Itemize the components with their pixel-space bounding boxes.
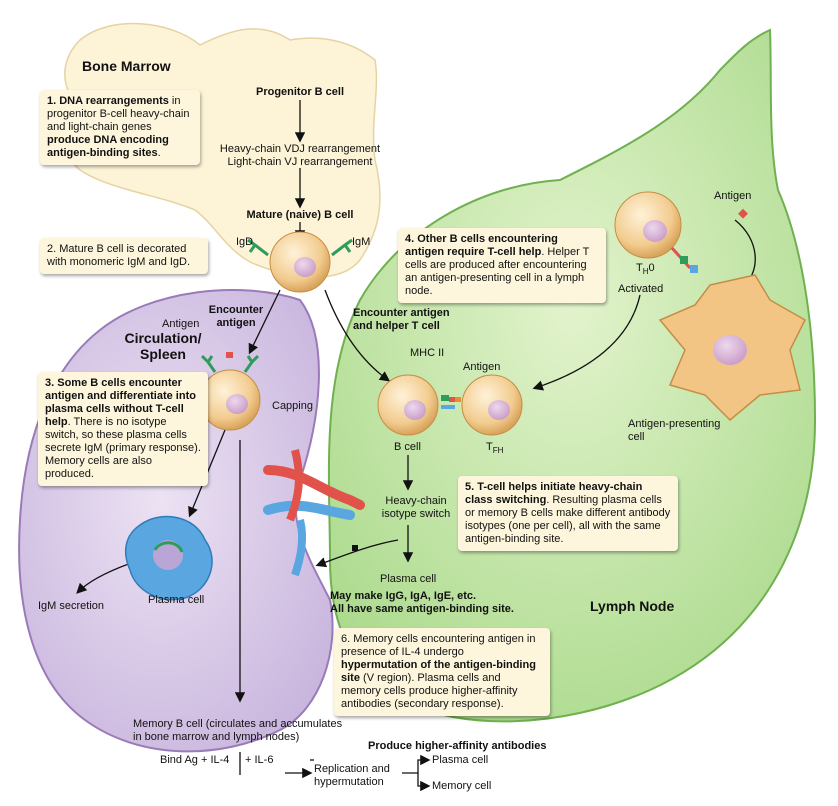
- box-step-5: 5. T-cell helps initiate heavy-chain cla…: [458, 476, 678, 551]
- arrow-to-lymph-bcell: [324, 289, 391, 382]
- mature-label: Mature (naive) B cell: [246, 209, 354, 221]
- circulation-spleen-title: Circulation/ Spleen: [124, 330, 202, 362]
- arrow-split-plasma: [402, 754, 431, 774]
- encounter-antigen-label: Encounter antigen: [208, 304, 264, 329]
- igm-label: IgM: [352, 236, 371, 248]
- isotype-switch-label: Heavy-chain isotype switch: [381, 495, 451, 520]
- tfh-cell: [461, 374, 523, 436]
- mhc-antigen-complex: [441, 395, 461, 409]
- arrow-split-memory: [417, 773, 431, 792]
- spleen-b-cell: [199, 352, 261, 431]
- b-cell-label: B cell: [394, 441, 421, 453]
- capping-label: Capping: [272, 400, 313, 412]
- th0-label: TH0: [636, 262, 655, 277]
- lymph-node-title: Lymph Node: [590, 598, 675, 614]
- box-step-2: 2. Mature B cell is decorated with monom…: [40, 238, 208, 274]
- activated-label: Activated: [618, 283, 664, 295]
- bind-ag-label: Bind Ag + IL-4: [160, 754, 230, 766]
- bone-marrow-title: Bone Marrow: [82, 58, 171, 74]
- mhc2-label: MHC II: [410, 347, 445, 359]
- plasma-cell-label: Plasma cell: [380, 573, 437, 585]
- memory-cell-bottom-label: Memory cell: [432, 780, 492, 792]
- box-step-3: 3. Some B cells encounter antigen and di…: [38, 372, 208, 486]
- produce-higher-label: Produce higher-affinity antibodies: [368, 740, 547, 752]
- th0-cell: [614, 191, 698, 273]
- lymph-b-cell: [377, 374, 439, 436]
- il6-label: + IL-6: [245, 754, 274, 766]
- memory-label: Memory B cell (circulates and accumulate…: [133, 718, 343, 743]
- antigen-marker: [738, 208, 748, 219]
- igd-label: IgD: [236, 236, 254, 248]
- apc-label: Antigen-presenting cell: [628, 418, 721, 443]
- plasma-cell-left-label: Plasma cell: [148, 594, 205, 606]
- rearrangement-label-1: Heavy-chain VDJ rearrangement: [219, 143, 381, 155]
- replication-label: Replication and hypermutation: [314, 763, 390, 788]
- may-make-label: May make IgG, IgA, IgE, etc. All have sa…: [330, 590, 514, 615]
- arrow-to-spleen-cell: [248, 289, 281, 355]
- blood-vessels: [263, 449, 365, 577]
- encounter-help-label: Encounter antigen and helper T cell: [353, 307, 450, 332]
- mature-b-cell: [247, 231, 353, 293]
- plasma-cell-bottom-label: Plasma cell: [432, 754, 489, 766]
- progenitor-label: Progenitor B cell: [255, 86, 345, 98]
- antigen-presenting-cell: [658, 274, 806, 422]
- tfh-label: TFH: [486, 441, 504, 456]
- box-step-6: 6. Memory cells encountering antigen in …: [334, 628, 550, 716]
- antigen-label-mid: Antigen: [463, 361, 501, 373]
- box-step-4: 4. Other B cells encountering antigen re…: [398, 228, 606, 303]
- arrow-th0-to-tfh: [532, 294, 641, 391]
- box-step-1: 1. DNA rearrangements in progenitor B-ce…: [40, 90, 200, 165]
- plasma-cell-left: [124, 515, 213, 601]
- antigen-label-right: Antigen: [714, 190, 752, 202]
- rearrangement-label-2: Light-chain VJ rearrangement: [227, 156, 373, 168]
- antigen-label-left: Antigen: [162, 318, 200, 330]
- vessel-marker: [352, 545, 358, 551]
- igm-secretion-label: IgM secretion: [38, 600, 105, 612]
